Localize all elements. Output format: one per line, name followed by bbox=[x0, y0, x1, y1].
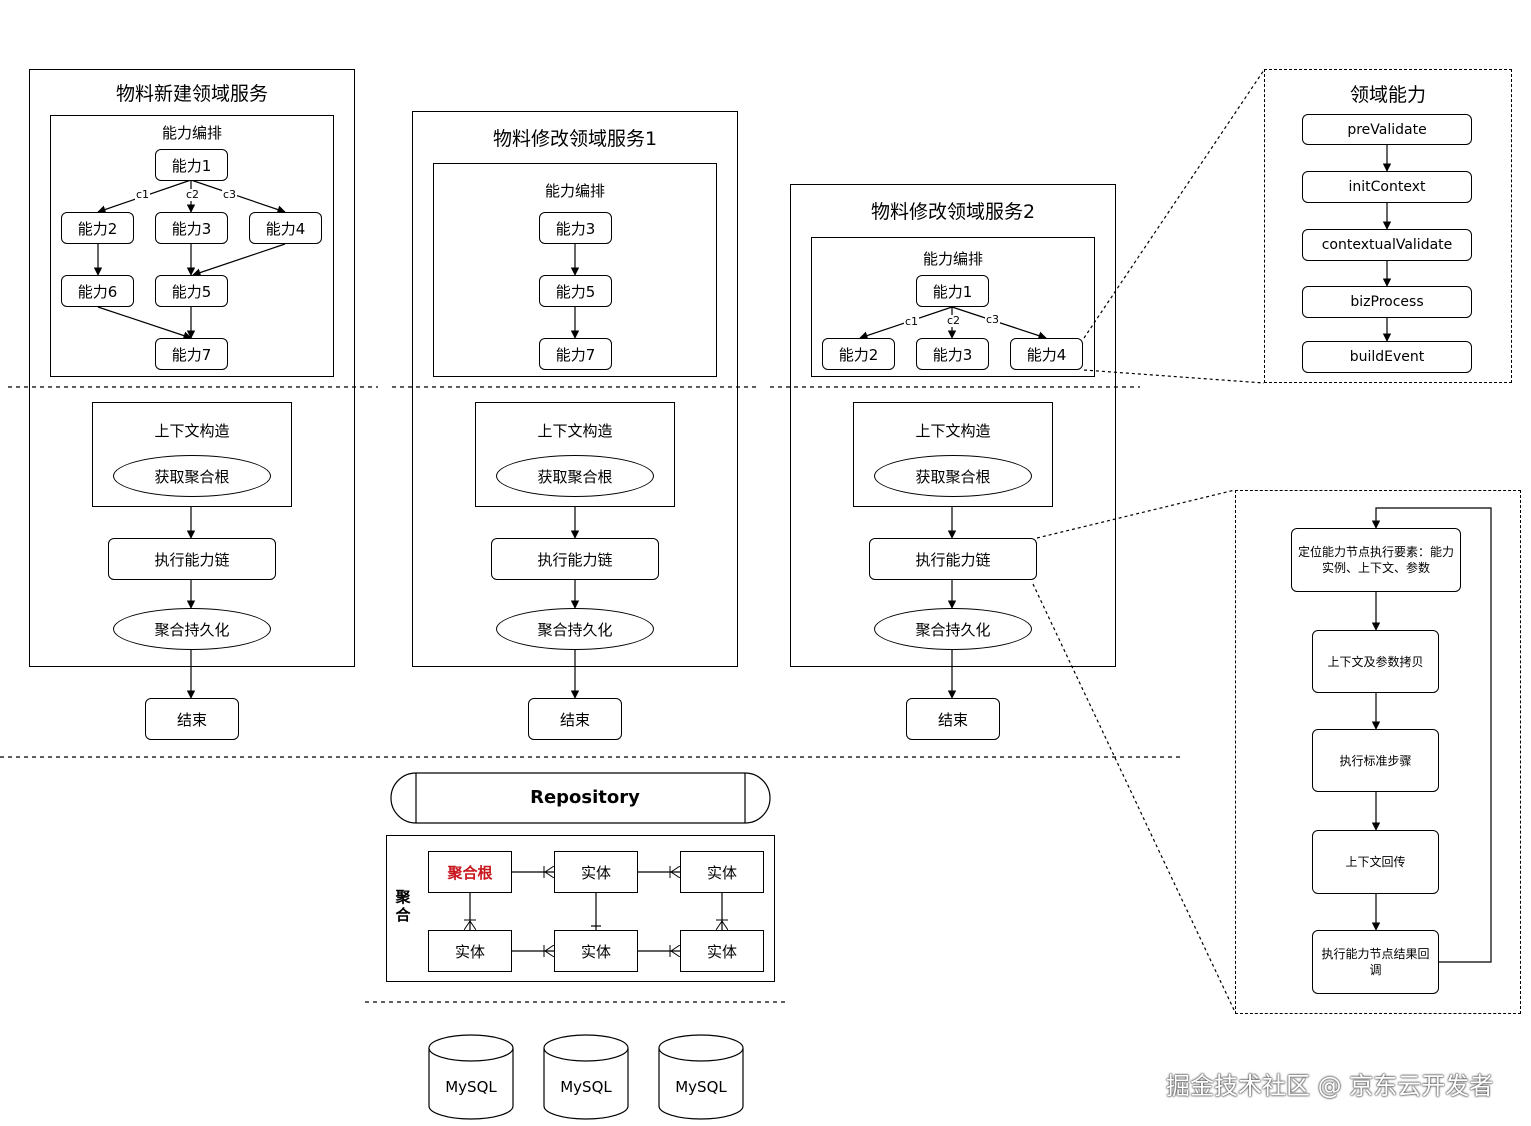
end-node[interactable]: 结束 bbox=[528, 698, 622, 740]
step-prevalidate[interactable]: preValidate bbox=[1302, 114, 1472, 145]
ability-node-4[interactable]: 能力4 bbox=[249, 212, 322, 244]
domain-ability-title: 领域能力 bbox=[1349, 84, 1426, 106]
ability-node-5[interactable]: 能力5 bbox=[539, 275, 612, 307]
service-modify1-title: 物料修改领域服务1 bbox=[492, 128, 658, 150]
orchestration-panel bbox=[811, 237, 1095, 377]
edge-label-c1: c1 bbox=[904, 315, 920, 328]
service-create-panel bbox=[29, 69, 355, 667]
exec-chain-node[interactable]: 执行能力链 bbox=[108, 538, 276, 580]
context-panel bbox=[853, 402, 1053, 507]
edge-label-c2: c2 bbox=[185, 188, 201, 201]
ability-node-2[interactable]: 能力2 bbox=[61, 212, 134, 244]
edge-label-c3: c3 bbox=[985, 313, 1001, 326]
ability-node-3[interactable]: 能力3 bbox=[539, 212, 612, 244]
ability-node-7[interactable]: 能力7 bbox=[539, 338, 612, 370]
database-label: MySQL bbox=[560, 1078, 612, 1096]
ability-node-2[interactable]: 能力2 bbox=[822, 338, 895, 370]
orchestration-panel bbox=[433, 163, 717, 377]
end-node[interactable]: 结束 bbox=[906, 698, 1000, 740]
orchestration-label: 能力编排 bbox=[922, 250, 983, 268]
step-bizprocess[interactable]: bizProcess bbox=[1302, 286, 1472, 318]
persist-ellipse[interactable]: 聚合持久化 bbox=[874, 608, 1032, 650]
service-create-title: 物料新建领域服务 bbox=[115, 83, 268, 105]
domain-ability-panel bbox=[1264, 69, 1512, 383]
step-buildevent[interactable]: buildEvent bbox=[1302, 341, 1472, 373]
mysql-database[interactable]: MySQL bbox=[543, 1034, 629, 1120]
context-label: 上下文构造 bbox=[537, 422, 613, 440]
context-label: 上下文构造 bbox=[915, 422, 991, 440]
exec-step-return-context[interactable]: 上下文回传 bbox=[1312, 830, 1439, 894]
aggregate-label: 聚合 bbox=[395, 888, 411, 924]
entity[interactable]: 实体 bbox=[680, 851, 764, 893]
orchestration-label: 能力编排 bbox=[544, 182, 605, 200]
database-label: MySQL bbox=[445, 1078, 497, 1096]
step-contextualvalidate[interactable]: contextualValidate bbox=[1302, 229, 1472, 261]
end-node[interactable]: 结束 bbox=[145, 698, 239, 740]
service-modify2-panel bbox=[790, 184, 1116, 667]
exec-step-locate[interactable]: 定位能力节点执行要素：能力实例、上下文、参数 bbox=[1291, 528, 1461, 592]
exec-step-standard[interactable]: 执行标准步骤 bbox=[1312, 729, 1439, 792]
step-initcontext[interactable]: initContext bbox=[1302, 171, 1472, 203]
ability-node-5[interactable]: 能力5 bbox=[155, 275, 228, 307]
get-root-ellipse[interactable]: 获取聚合根 bbox=[496, 455, 654, 497]
context-panel bbox=[92, 402, 292, 507]
database-label: MySQL bbox=[675, 1078, 727, 1096]
context-panel bbox=[475, 402, 675, 507]
exec-step-callback[interactable]: 执行能力节点结果回调 bbox=[1312, 930, 1439, 994]
service-modify2-title: 物料修改领域服务2 bbox=[870, 201, 1036, 223]
watermark: 掘金技术社区 @ 京东云开发者 bbox=[1166, 1072, 1494, 1100]
database-icon bbox=[658, 1034, 744, 1120]
mysql-database[interactable]: MySQL bbox=[658, 1034, 744, 1120]
exec-step-copy[interactable]: 上下文及参数拷贝 bbox=[1312, 630, 1439, 693]
entity[interactable]: 实体 bbox=[554, 930, 638, 972]
aggregate-root[interactable]: 聚合根 bbox=[428, 851, 512, 893]
repository-shape[interactable] bbox=[390, 772, 771, 824]
entity[interactable]: 实体 bbox=[428, 930, 512, 972]
exec-detail-panel bbox=[1235, 490, 1521, 1014]
aggregate-panel bbox=[386, 835, 775, 982]
ability-node-1[interactable]: 能力1 bbox=[155, 149, 228, 181]
get-root-ellipse[interactable]: 获取聚合根 bbox=[113, 455, 271, 497]
persist-ellipse[interactable]: 聚合持久化 bbox=[496, 608, 654, 650]
ability-node-6[interactable]: 能力6 bbox=[61, 275, 134, 307]
ability-node-1[interactable]: 能力1 bbox=[916, 275, 989, 307]
zoom-line bbox=[1036, 489, 1236, 539]
zoom-line bbox=[1083, 369, 1265, 384]
exec-chain-node[interactable]: 执行能力链 bbox=[491, 538, 659, 580]
mysql-database[interactable]: MySQL bbox=[428, 1034, 514, 1120]
entity[interactable]: 实体 bbox=[554, 851, 638, 893]
ability-node-7[interactable]: 能力7 bbox=[155, 338, 228, 370]
repository-label: Repository bbox=[530, 787, 640, 808]
orchestration-label: 能力编排 bbox=[161, 124, 222, 142]
database-icon bbox=[428, 1034, 514, 1120]
service-modify1-panel bbox=[412, 111, 738, 667]
ability-node-4[interactable]: 能力4 bbox=[1010, 338, 1083, 370]
edge-label-c3: c3 bbox=[222, 188, 238, 201]
database-icon bbox=[543, 1034, 629, 1120]
orchestration-panel bbox=[50, 115, 334, 377]
edge-label-c2: c2 bbox=[946, 314, 962, 327]
ability-node-3[interactable]: 能力3 bbox=[916, 338, 989, 370]
edge-label-c1: c1 bbox=[135, 188, 151, 201]
context-label: 上下文构造 bbox=[154, 422, 230, 440]
entity[interactable]: 实体 bbox=[680, 930, 764, 972]
zoom-line bbox=[1032, 583, 1236, 1013]
ability-node-3[interactable]: 能力3 bbox=[155, 212, 228, 244]
exec-chain-node[interactable]: 执行能力链 bbox=[869, 538, 1037, 580]
get-root-ellipse[interactable]: 获取聚合根 bbox=[874, 455, 1032, 497]
persist-ellipse[interactable]: 聚合持久化 bbox=[113, 608, 271, 650]
